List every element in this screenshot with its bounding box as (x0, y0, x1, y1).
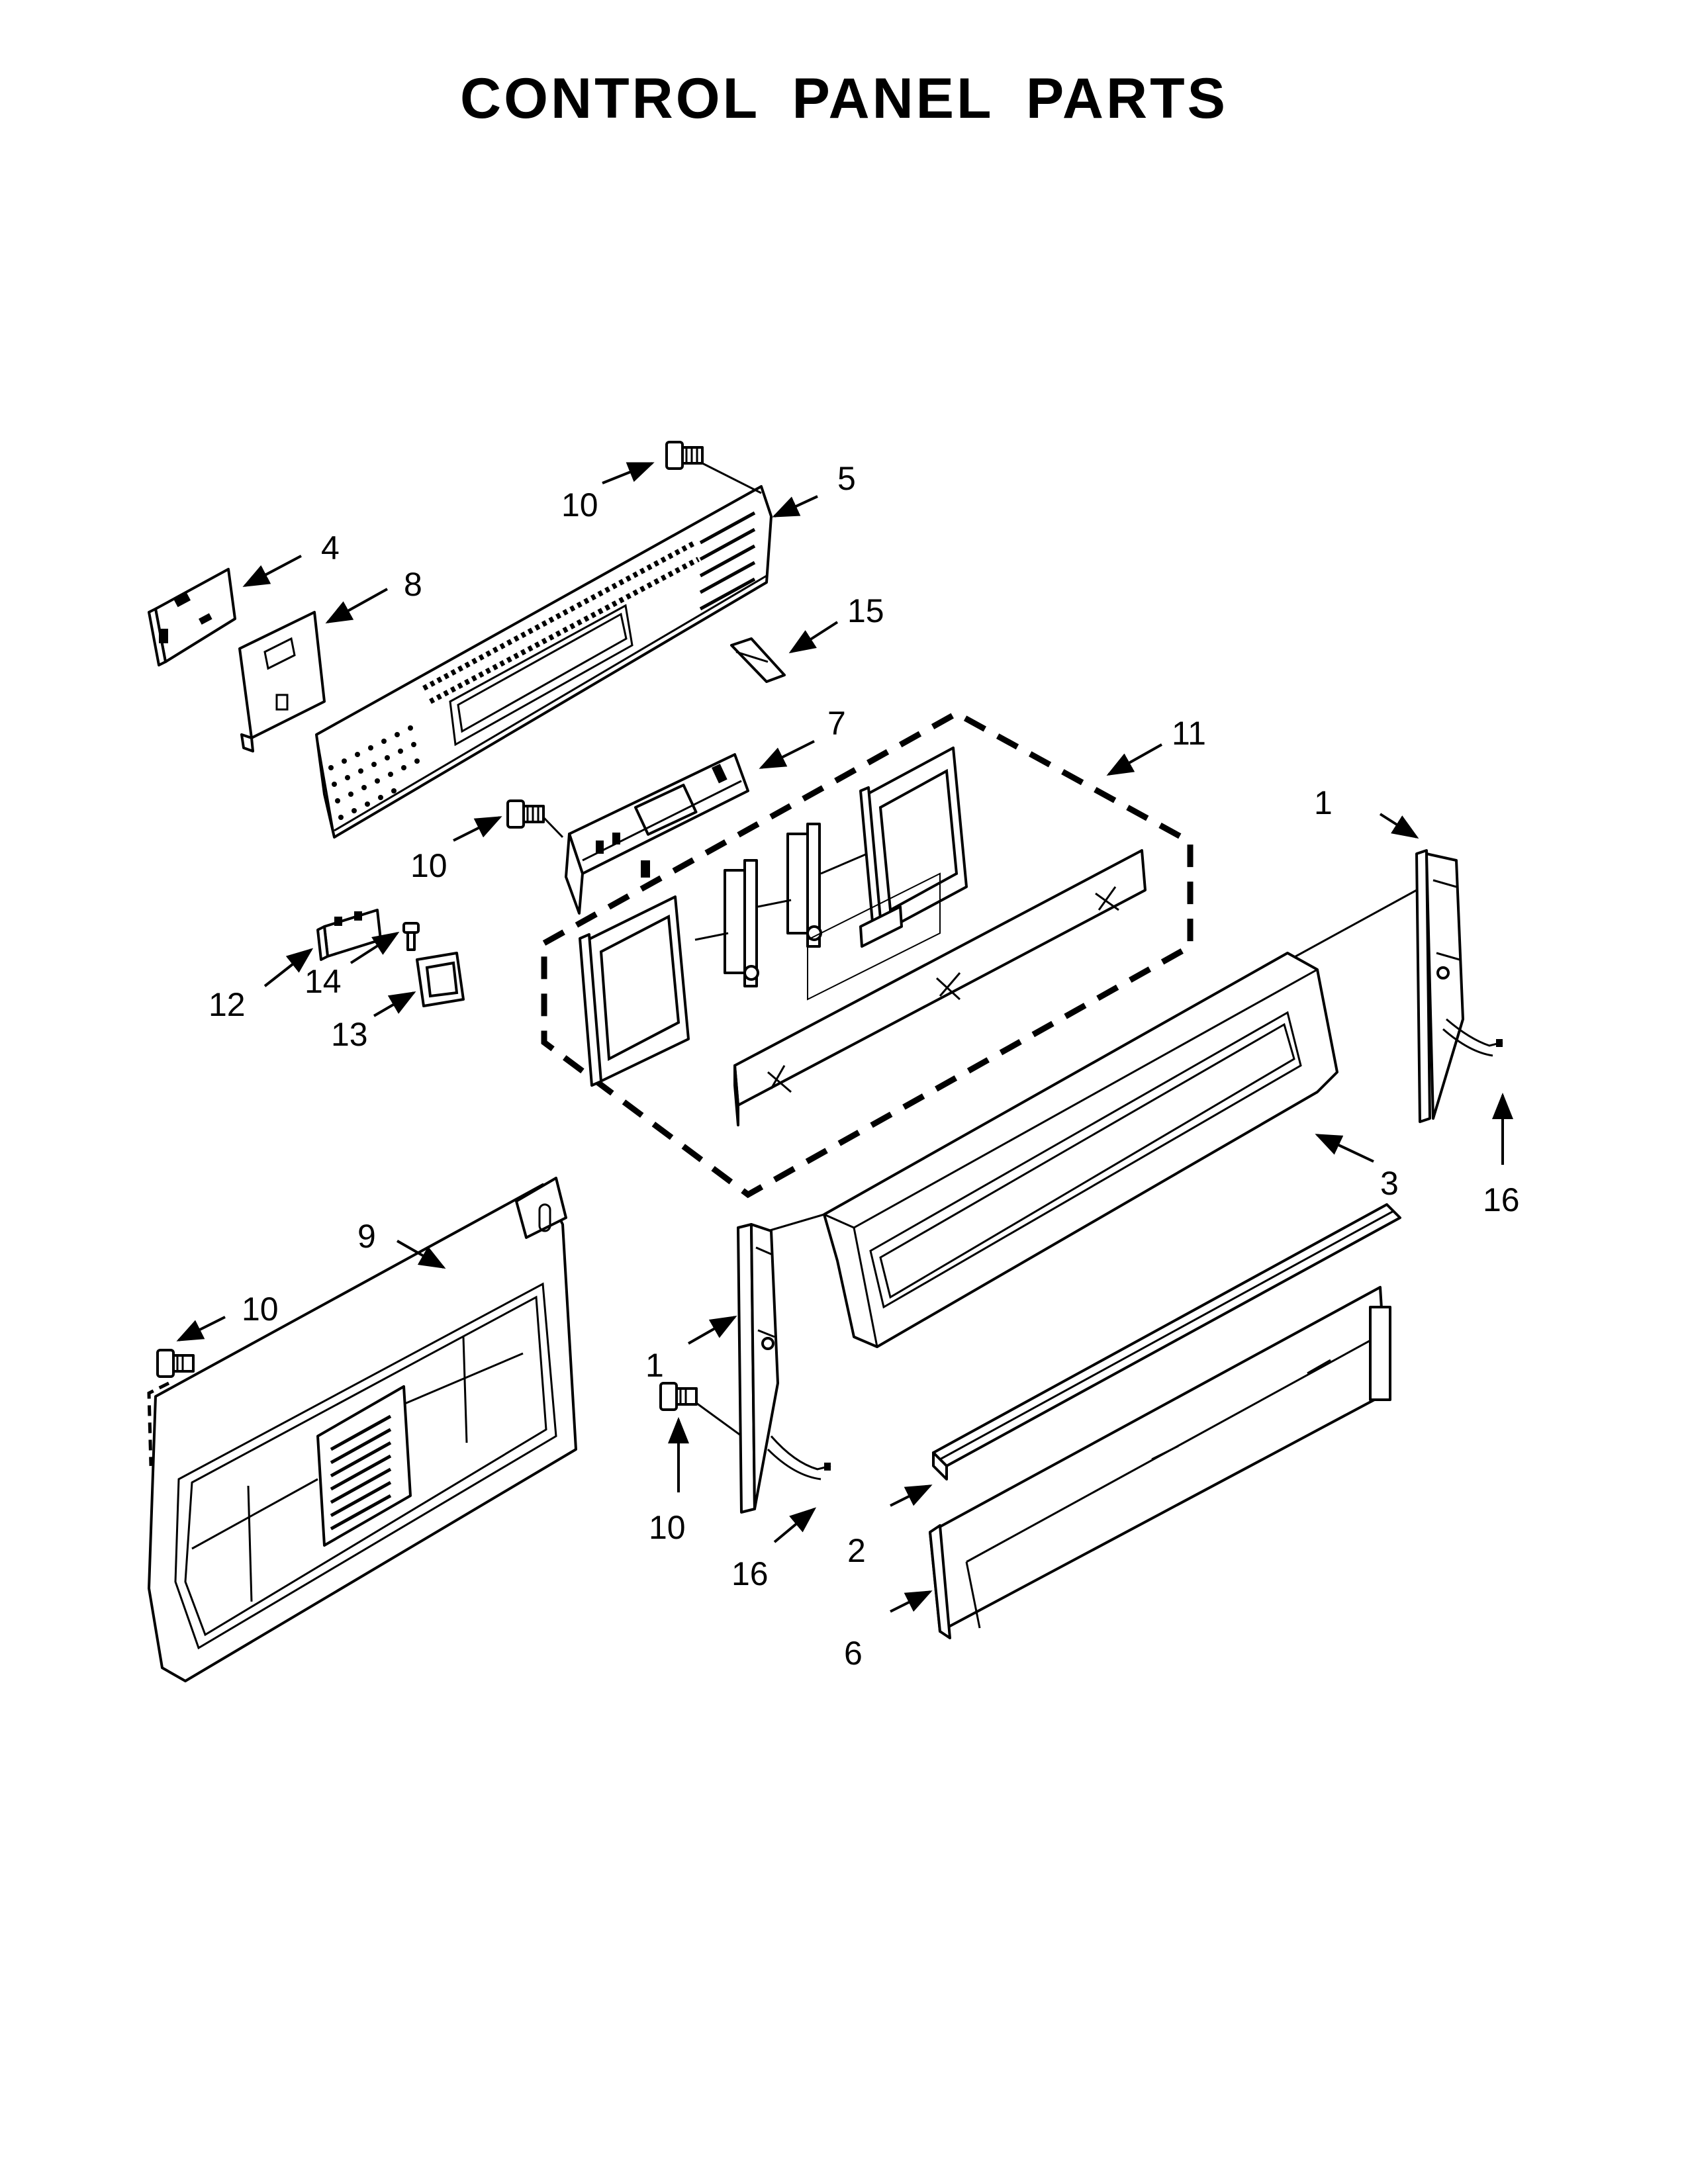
callout-9: 9 (357, 1218, 376, 1255)
callout-7: 7 (827, 705, 846, 742)
part-4-circuit-board[interactable] (148, 568, 236, 666)
part-5-hole-grid (328, 725, 420, 820)
part-11-spacer-a[interactable] (724, 859, 759, 987)
callout-1-left: 1 (645, 1347, 664, 1384)
part-10-screw-left[interactable] (156, 1349, 195, 1378)
callout-14: 14 (305, 963, 342, 1000)
callout-4: 4 (321, 529, 340, 567)
part-3-control-panel-housing[interactable] (823, 952, 1338, 1348)
part-9-back-panel[interactable] (147, 1177, 577, 1682)
callout-labels: 10 5 4 8 15 7 11 1 10 12 14 13 3 16 9 10… (209, 460, 1520, 1672)
leader-lines (176, 462, 1513, 1613)
callout-3: 3 (1380, 1165, 1399, 1202)
part-1-side-bracket-left[interactable] (737, 1223, 831, 1514)
callout-1-right: 1 (1314, 784, 1333, 821)
callout-2: 2 (847, 1532, 866, 1569)
part-11-user-interface-assembly[interactable] (541, 709, 1194, 1199)
part-1-side-bracket-right[interactable] (1415, 849, 1503, 1123)
part-5-control-panel-bracket[interactable] (315, 485, 773, 839)
callout-10-top: 10 (561, 486, 598, 523)
part-11-glass-panel[interactable] (733, 849, 1147, 1126)
callout-11: 11 (1172, 715, 1206, 752)
page-title: CONTROL PANEL PARTS (459, 67, 1229, 130)
part-11-bracket-right[interactable] (859, 747, 968, 938)
part-2-trim-strip[interactable] (932, 1203, 1401, 1480)
part-11-bracket-left[interactable] (579, 895, 690, 1087)
part-13-bracket[interactable] (416, 952, 465, 1007)
part-15-clip[interactable] (730, 637, 786, 683)
part-14-screw[interactable] (402, 922, 420, 951)
callout-12: 12 (209, 986, 246, 1023)
part-10-screw-top[interactable] (665, 441, 762, 494)
part-12-switch[interactable] (316, 909, 382, 961)
part-7-control-board[interactable] (565, 753, 749, 915)
part-11-spacer-b[interactable] (786, 823, 822, 948)
part-8-mounting-plate[interactable] (238, 611, 326, 752)
callout-5: 5 (837, 460, 856, 497)
part-6-lower-bracket[interactable] (929, 1286, 1391, 1639)
callout-15: 15 (847, 592, 884, 629)
callout-8: 8 (404, 566, 422, 603)
callout-6: 6 (844, 1635, 863, 1672)
callout-13: 13 (331, 1016, 368, 1053)
callout-16-right: 16 (1483, 1181, 1520, 1218)
part-11-overlay[interactable] (807, 872, 941, 1001)
callout-16-left: 16 (731, 1555, 769, 1592)
callout-10-bottom: 10 (649, 1509, 686, 1546)
callout-10-left: 10 (242, 1291, 279, 1328)
callout-10-middle: 10 (410, 847, 447, 884)
part-10-screw-middle[interactable] (506, 799, 564, 839)
